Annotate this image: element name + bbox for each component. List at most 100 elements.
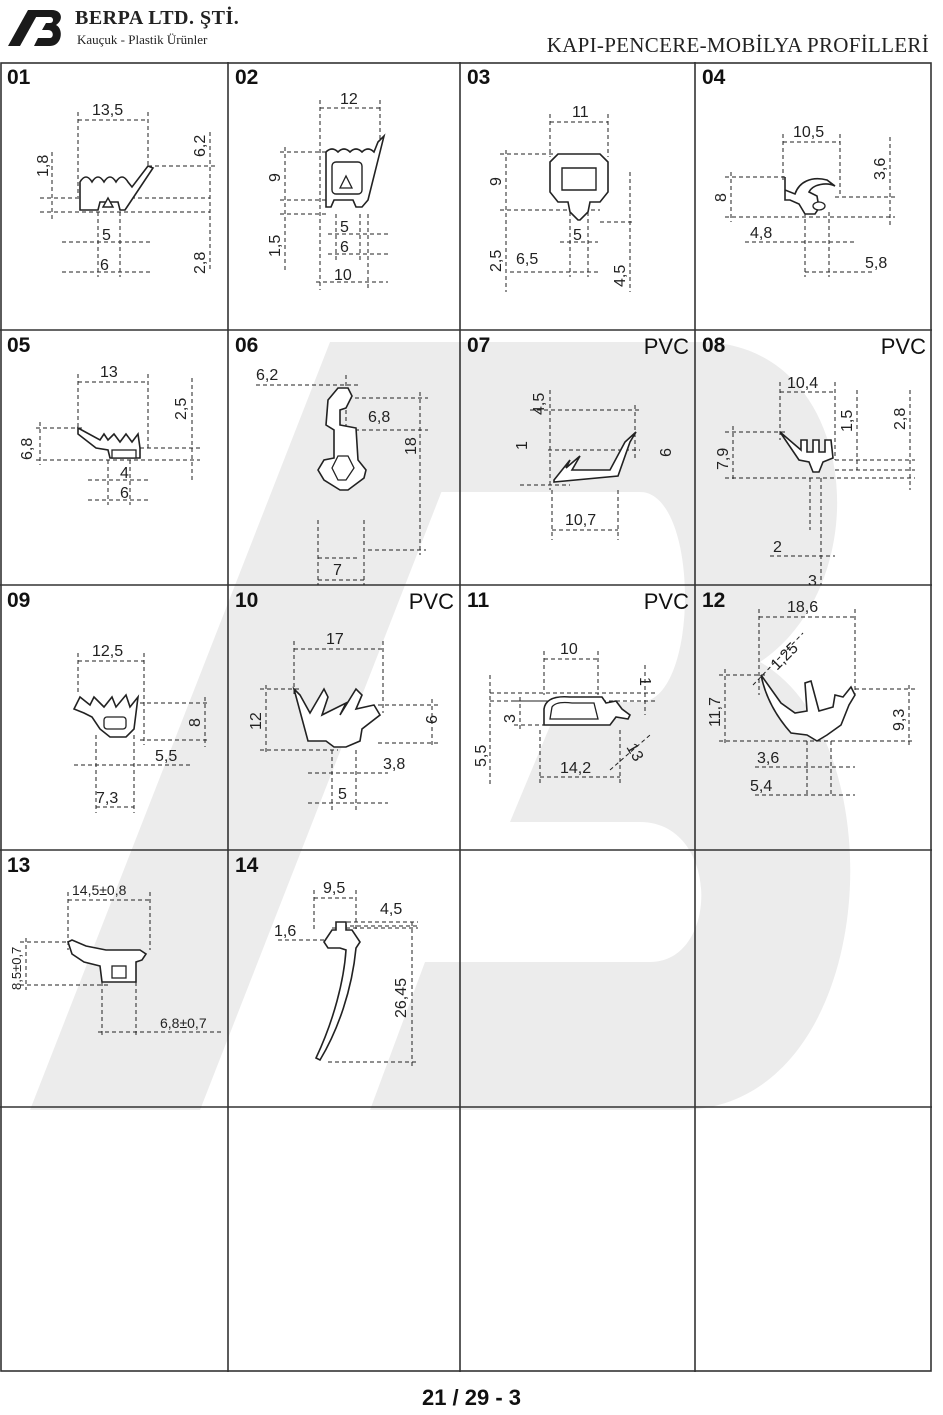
profile-number: 14 [235, 854, 259, 877]
profile-cell-06: 06 6,2 6,8 18 7 10 [228, 330, 460, 585]
dim-label: 3 [502, 714, 519, 723]
profile-drawing: 12 9 1,5 5 6 10 [267, 91, 388, 290]
profile-cell-09: 09 12,5 8 5,5 7,3 [0, 585, 228, 850]
dim-label: 4,8 [750, 225, 772, 242]
profile-cell-13: 13 14,5±0,8 8,5±0,7 6,8±0,7 [0, 850, 228, 1107]
dim-label: 6,2 [256, 367, 278, 384]
profile-number: 01 [7, 66, 31, 89]
profile-cell-05: 05 13 2,5 6,8 4 6 [0, 330, 228, 585]
dim-label: 11,7 [707, 697, 724, 727]
profile-cell-07: 07 PVC 4,5 1 9 10,7 [460, 330, 695, 585]
dim-label: 17 [326, 631, 344, 648]
dim-label: 6,8 [19, 438, 36, 460]
dim-label: 26,45 [393, 978, 410, 1018]
dim-label: 1 [514, 441, 531, 450]
dim-label: 4,5 [380, 901, 402, 918]
dim-label: 11 [572, 104, 589, 121]
profile-number: 03 [467, 66, 491, 89]
profile-number: 02 [235, 66, 259, 89]
dim-label: 6 [120, 485, 129, 502]
material-label: PVC [643, 589, 689, 614]
dim-label: 6,8±0,7 [160, 1015, 207, 1031]
dim-label: 6,8 [368, 409, 390, 426]
profile-number: 07 [467, 334, 491, 357]
dim-label: 1,5 [839, 410, 856, 432]
dim-label: 12 [340, 91, 358, 108]
dim-label: 5,5 [473, 745, 490, 767]
dim-label: 7,9 [715, 448, 732, 470]
dim-label: 8 [713, 193, 730, 202]
dim-label: 5,5 [155, 748, 177, 765]
dim-label: 10 [560, 641, 578, 658]
dim-label: 5 [102, 227, 111, 244]
dim-label: 10,5 [793, 124, 824, 141]
company-name: BERPA LTD. ŞTİ. [75, 7, 240, 29]
dim-label: 1,6 [274, 923, 296, 940]
dim-label: 12 [248, 712, 265, 730]
dim-label: 13,5 [92, 102, 123, 119]
dim-label: 8 [187, 718, 204, 727]
profile-drawing: 11 9 2,5 5 6,5 4,5 [488, 104, 635, 292]
material-label: PVC [643, 334, 689, 359]
dim-label: 12,5 [92, 643, 123, 660]
dim-label: 2,5 [173, 398, 190, 420]
profile-number: 10 [235, 589, 259, 612]
profile-drawing: 6,2 6,8 18 7 10 [256, 367, 428, 585]
profile-number: 12 [702, 589, 726, 612]
dim-label: 8,5±0,7 [9, 947, 24, 990]
profile-drawing: 13,5 6,2 1,8 5 6 2,8 [35, 102, 215, 277]
dim-label: 13 [623, 741, 647, 765]
material-label: PVC [880, 334, 926, 359]
dim-label: 1,8 [35, 155, 52, 177]
catalog-title: KAPI-PENCERE-MOBİLYA PROFİLLERİ [546, 33, 929, 57]
profile-grid: 01 13,5 6,2 1,8 5 6 2,8 02 [0, 62, 932, 1372]
dim-label: 3,6 [872, 158, 889, 180]
dim-label: 9 [422, 715, 439, 724]
profile-cell-02: 02 12 9 1,5 5 6 10 [228, 62, 460, 330]
dim-label: 1,25 [768, 640, 802, 674]
profile-number: 11 [467, 589, 490, 612]
dim-label: 6,5 [516, 251, 538, 268]
profile-number: 08 [702, 334, 726, 357]
profile-drawing: 10,4 1,5 2,8 7,9 2 3 [715, 375, 915, 585]
page-header: BERPA LTD. ŞTİ. Kauçuk - Plastik Ürünler… [0, 0, 943, 62]
profile-number: 06 [235, 334, 259, 357]
dim-label: 3 [808, 573, 817, 585]
dim-label: 7,3 [96, 790, 118, 807]
profile-number: 09 [7, 589, 31, 612]
profile-cell-11: 11 PVC 10 1 3 13 5,5 14,2 [460, 585, 695, 850]
profile-cell-10: 10 PVC 17 12 9 3,8 5 [228, 585, 460, 850]
dim-label: 14,5±0,8 [72, 882, 127, 898]
material-label: PVC [408, 589, 454, 614]
company-subtitle: Kauçuk - Plastik Ürünler [77, 32, 208, 47]
profile-cell-12: 12 18,6 1,25 11,7 9,3 3,6 5,4 [695, 585, 932, 850]
dim-label: 5 [338, 786, 347, 803]
profile-cell-03: 03 11 9 2,5 5 6,5 4,5 [460, 62, 695, 330]
profile-drawing: 18,6 1,25 11,7 9,3 3,6 5,4 [707, 599, 915, 796]
profile-number: 04 [702, 66, 726, 89]
dim-label: 9 [267, 173, 284, 182]
dim-label: 2,5 [488, 250, 505, 272]
dim-label: 5,4 [750, 778, 772, 795]
dim-label: 4,5 [531, 393, 548, 415]
dim-label: 5 [573, 227, 582, 244]
profile-number: 05 [7, 334, 31, 357]
dim-label: 1 [636, 677, 653, 686]
dim-label: 5 [340, 219, 349, 236]
profile-drawing: 13 2,5 6,8 4 6 [19, 364, 200, 505]
watermark-logo [30, 342, 851, 1110]
table-grid [0, 62, 932, 1372]
dim-label: 10 [334, 267, 352, 284]
dim-label: 6,2 [192, 135, 209, 157]
dim-label: 10,4 [787, 375, 818, 392]
profile-drawing: 17 12 9 3,8 5 [248, 631, 439, 813]
profile-cell-08: 08 PVC 10,4 1,5 2,8 7,9 2 3 [695, 330, 932, 585]
dim-label: 2 [773, 539, 782, 556]
dim-label: 18 [403, 437, 420, 455]
dim-label: 9,3 [891, 709, 908, 731]
dim-label: 9,5 [323, 880, 345, 897]
dim-label: 5,8 [865, 255, 887, 272]
profile-cell-01: 01 13,5 6,2 1,8 5 6 2,8 [0, 62, 228, 330]
dim-label: 1,5 [267, 235, 284, 257]
profile-drawing: 14,5±0,8 8,5±0,7 6,8±0,7 [9, 882, 222, 1038]
